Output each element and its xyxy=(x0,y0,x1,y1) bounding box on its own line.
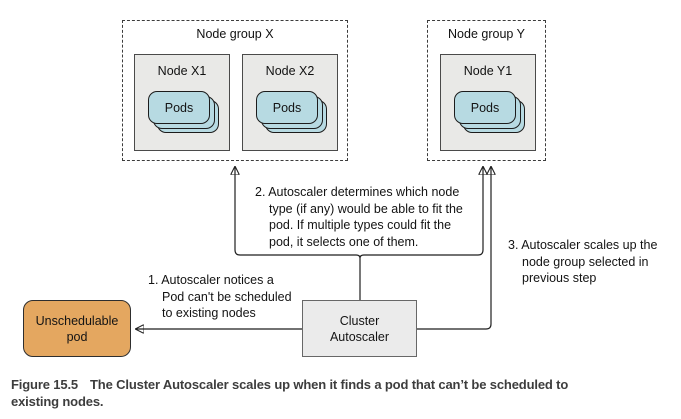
node-y1-label: Node Y1 xyxy=(463,64,513,78)
pods-label: Pods xyxy=(272,100,302,115)
step1-text: 1. Autoscaler notices a Pod can't be sch… xyxy=(148,273,292,320)
node-y1-pods-stack: Pods xyxy=(454,91,528,135)
node-x1-label: Node X1 xyxy=(157,64,207,78)
node-group-x-box: Node group X Node X1 Pods Node X2 Pods xyxy=(122,20,348,161)
node-y1-box: Node Y1 Pods xyxy=(440,54,536,151)
node-x1-box: Node X1 Pods xyxy=(134,54,230,151)
node-group-y-label: Node group Y xyxy=(448,27,525,41)
pods-box: Pods xyxy=(256,91,318,124)
pods-box: Pods xyxy=(148,91,210,124)
pods-label: Pods xyxy=(470,100,500,115)
unschedulable-pod-label: Unschedulable pod xyxy=(35,313,119,344)
node-x2-pods-stack: Pods xyxy=(256,91,330,135)
node-group-x-label: Node group X xyxy=(196,27,274,41)
step2-arrow-right xyxy=(359,167,483,259)
cluster-autoscaler-box: Cluster Autoscaler xyxy=(302,300,417,357)
node-group-y-box: Node group Y Node Y1 Pods xyxy=(427,20,546,161)
step3-arrow xyxy=(417,167,491,330)
pods-label: Pods xyxy=(164,100,194,115)
figure-caption-label: Figure 15.5 xyxy=(11,377,78,392)
figure-caption-text: The Cluster Autoscaler scales up when it… xyxy=(11,377,569,409)
unschedulable-pod-box: Unschedulable pod xyxy=(23,300,131,357)
node-x1-pods-stack: Pods xyxy=(148,91,222,135)
cluster-autoscaler-label: Cluster Autoscaler xyxy=(329,313,390,344)
node-x2-label: Node X2 xyxy=(265,64,315,78)
pods-box: Pods xyxy=(454,91,516,124)
step2-arrow-left xyxy=(235,167,361,259)
node-x2-box: Node X2 Pods xyxy=(242,54,338,151)
step2-text: 2. Autoscaler determines which node type… xyxy=(255,185,463,249)
step3-text: 3. Autoscaler scales up the node group s… xyxy=(508,238,658,285)
